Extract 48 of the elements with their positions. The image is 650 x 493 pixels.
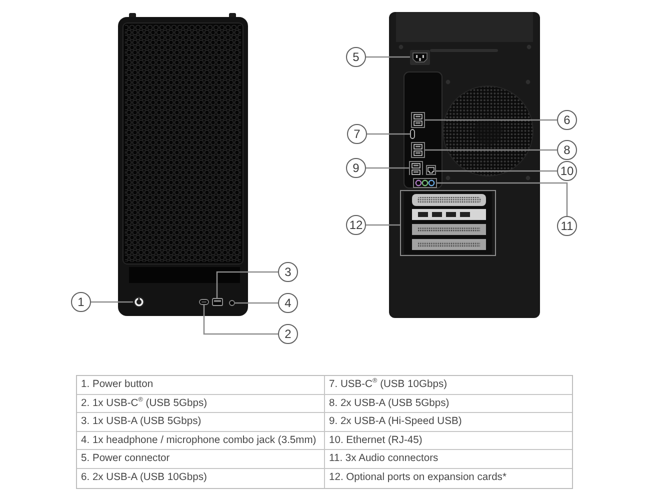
- ethernet-port: [426, 165, 436, 175]
- leader-line: [203, 305, 278, 335]
- port-description: 11. 3x Audio connectors: [325, 450, 572, 469]
- callout-number: 11: [557, 216, 577, 236]
- callout-number: 12: [346, 215, 366, 235]
- port-description: 6. 2x USB-A (USB 10Gbps): [77, 468, 325, 488]
- headphone-jack: [229, 300, 235, 306]
- usb-a-ports: [411, 142, 425, 158]
- leader-line: [366, 167, 409, 169]
- power-button: [133, 296, 145, 308]
- callout-number: 10: [557, 161, 577, 181]
- port-description: 2. 1x USB-C$^{®}$ (USB 5Gbps): [77, 394, 325, 414]
- port-description: 12. Optional ports on expansion cards*: [328, 470, 508, 485]
- callout-number: 9: [346, 158, 366, 178]
- leader-line: [437, 182, 568, 216]
- leader-line: [91, 301, 133, 303]
- leader-line: [235, 302, 278, 304]
- port-description: 3. 1x USB-A (USB 5Gbps): [77, 413, 325, 432]
- power-inlet: [410, 50, 430, 65]
- leader-line: [425, 149, 557, 151]
- usb-c-port: [199, 299, 209, 305]
- usb-a-port: [212, 298, 223, 306]
- port-description: 9. 2x USB-A (Hi-Speed USB): [325, 413, 572, 432]
- leader-line: [366, 224, 400, 226]
- callout-number: 3: [278, 262, 298, 282]
- callout-number: 6: [557, 110, 577, 130]
- leader-line: [425, 119, 557, 121]
- callout-number: 2: [278, 324, 298, 344]
- expansion-card-slots: [400, 190, 496, 256]
- usb-a-ports: [411, 112, 425, 128]
- callout-number: 4: [278, 293, 298, 313]
- leader-line: [216, 271, 278, 298]
- audio-jacks: [413, 178, 437, 188]
- port-description: 7. USB-C$^{®}$ (USB 10Gbps): [325, 376, 572, 395]
- callout-number: 8: [557, 140, 577, 160]
- leader-line: [436, 170, 557, 172]
- leader-line: [366, 56, 410, 58]
- leader-line: [367, 133, 410, 135]
- port-description: 4. 1x headphone / microphone combo jack (3.5mm): [77, 432, 325, 450]
- port-description: 1. Power button: [77, 376, 325, 395]
- callout-number: 1: [71, 292, 91, 312]
- usb-a-ports: [409, 161, 423, 175]
- port-description: 10. Ethernet (RJ-45): [325, 432, 572, 450]
- usb-c-port: [410, 129, 415, 139]
- callout-number: 7: [347, 124, 367, 144]
- callout-number: 5: [346, 47, 366, 67]
- port-description: 5. Power connector: [77, 450, 325, 469]
- port-description: 8. 2x USB-A (USB 5Gbps): [325, 394, 572, 414]
